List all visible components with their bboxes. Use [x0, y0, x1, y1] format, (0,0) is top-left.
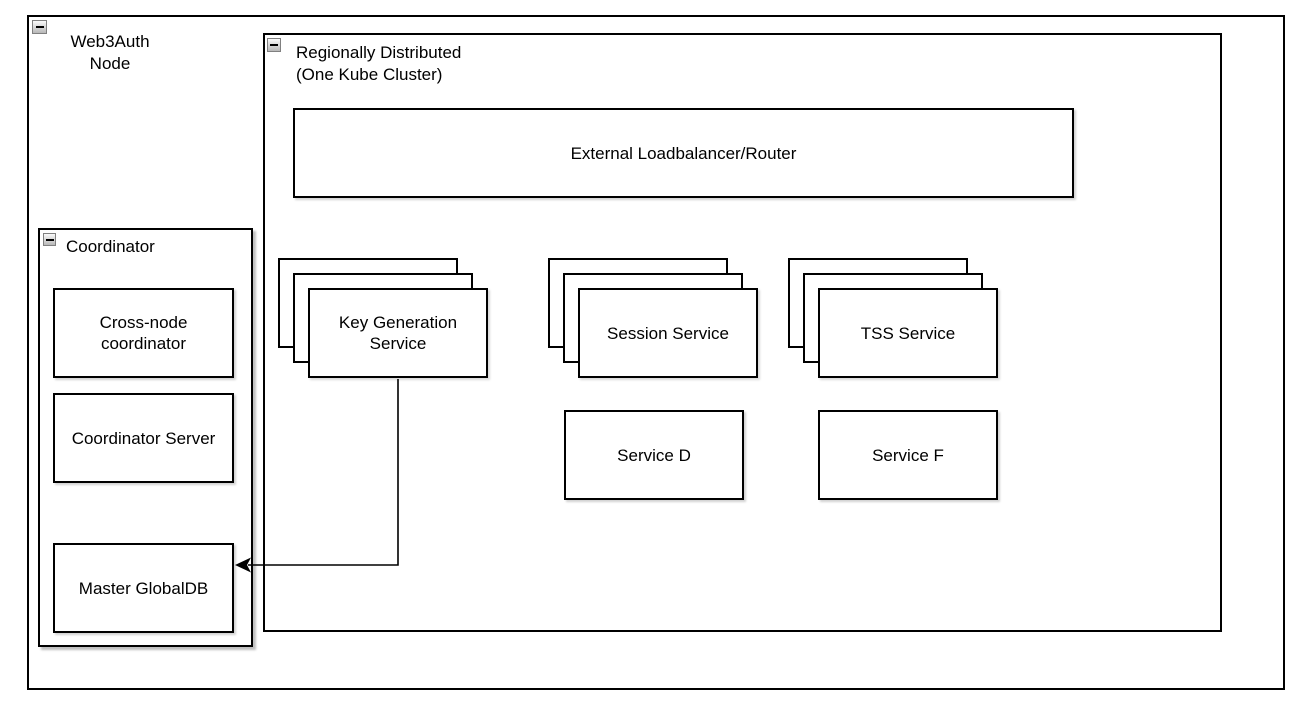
collapse-minus-icon-web3auth[interactable] — [32, 20, 47, 34]
node-label: Coordinator Server — [71, 428, 216, 448]
node-label: Service F — [872, 445, 944, 465]
node-label: External Loadbalancer/Router — [570, 143, 797, 163]
node-label: TSS Service — [860, 323, 956, 343]
node-external-loadbalancer[interactable]: External Loadbalancer/Router — [293, 108, 1074, 198]
node-coordinator-server[interactable]: Coordinator Server — [53, 393, 234, 483]
node-label: Service D — [617, 445, 691, 465]
collapse-minus-icon-regional[interactable] — [267, 38, 281, 52]
node-label: Session Service — [607, 323, 729, 343]
node-cross-node-coordinator[interactable]: Cross-node coordinator — [53, 288, 234, 378]
node-key-generation-service[interactable]: Key Generation Service — [308, 288, 488, 378]
minus-icon — [35, 26, 44, 28]
node-label: Master GlobalDB — [78, 578, 209, 598]
node-label: Cross-node coordinator — [99, 313, 188, 353]
node-key-generation-service-stack[interactable]: Key Generation Service — [278, 258, 488, 378]
node-tss-service-stack[interactable]: TSS Service — [788, 258, 998, 378]
node-service-f[interactable]: Service F — [818, 410, 998, 500]
node-session-service[interactable]: Session Service — [578, 288, 758, 378]
node-label: Key Generation Service — [338, 313, 458, 353]
minus-icon — [270, 44, 278, 46]
minus-icon — [45, 238, 54, 241]
node-tss-service[interactable]: TSS Service — [818, 288, 998, 378]
node-session-service-stack[interactable]: Session Service — [548, 258, 758, 378]
node-service-d[interactable]: Service D — [564, 410, 744, 500]
node-master-globaldb[interactable]: Master GlobalDB — [53, 543, 234, 633]
collapse-minus-icon-coordinator[interactable] — [43, 233, 56, 246]
